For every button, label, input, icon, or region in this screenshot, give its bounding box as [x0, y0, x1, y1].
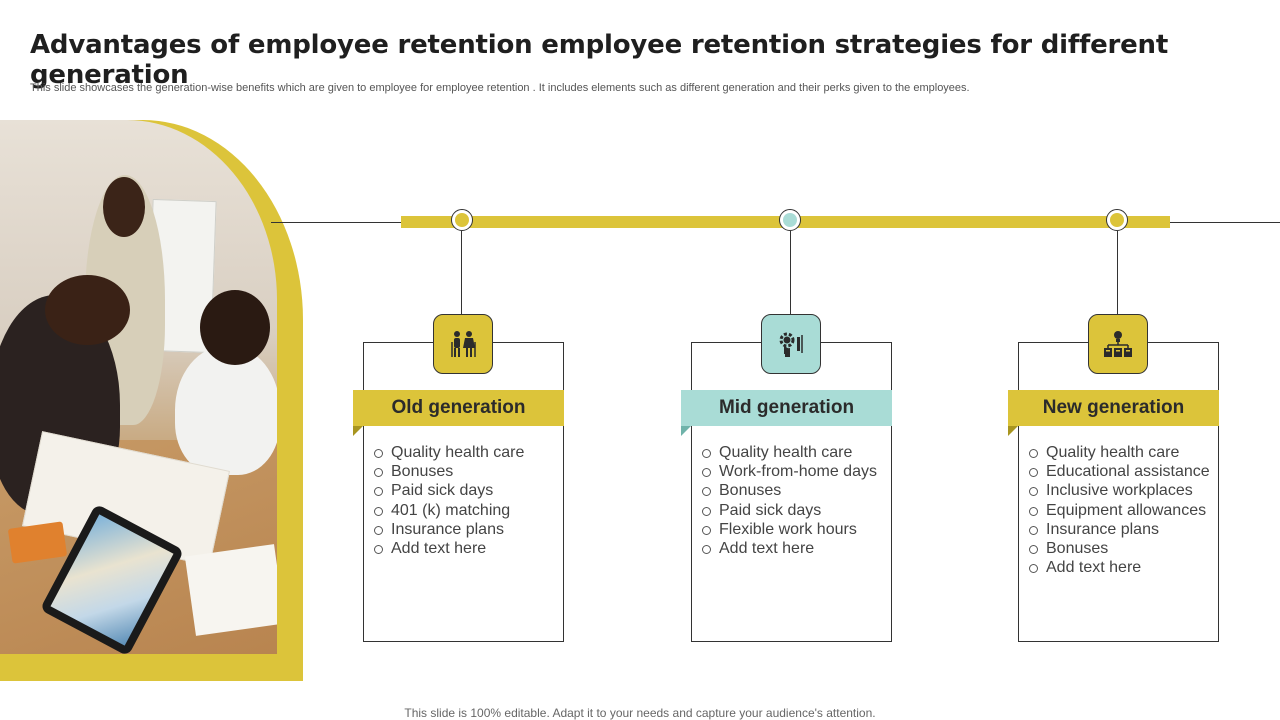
person-standing-head: [103, 177, 145, 237]
page-title: Advantages of employee retention employe…: [30, 30, 1169, 90]
banner-old-generation: Old generation: [353, 390, 564, 426]
team-photo: [0, 120, 277, 654]
elderly-couple-icon: [433, 314, 493, 374]
person-left-head: [45, 275, 130, 345]
gear-lightbulb-icon: [761, 314, 821, 374]
list-item: Add text here: [701, 539, 877, 558]
list-item: Add text here: [373, 539, 524, 558]
idea-network-icon: [1088, 314, 1148, 374]
list-item: Equipment allowances: [1028, 501, 1210, 520]
list-item: Paid sick days: [373, 481, 524, 500]
list-item: Bonuses: [1028, 539, 1210, 558]
list-item: Quality health care: [701, 443, 877, 462]
person-right: [175, 345, 277, 475]
list-old-generation: Quality health care Bonuses Paid sick da…: [373, 443, 524, 558]
banner-mid-generation: Mid generation: [681, 390, 892, 426]
connector-mid: [790, 231, 791, 314]
list-item: Flexible work hours: [701, 520, 877, 539]
list-item: Insurance plans: [1028, 520, 1210, 539]
page-subtitle: This slide showcases the generation-wise…: [30, 82, 970, 94]
list-item: Paid sick days: [701, 501, 877, 520]
connector-old: [461, 231, 462, 314]
connector-new: [1117, 231, 1118, 314]
banner-fold-mid: [681, 426, 691, 436]
footer-note: This slide is 100% editable. Adapt it to…: [404, 706, 876, 720]
banner-fold-new: [1008, 426, 1018, 436]
person-right-head: [200, 290, 270, 365]
list-item: Add text here: [1028, 558, 1210, 577]
timeline-dot-old: [451, 209, 473, 231]
banner-fold-old: [353, 426, 363, 436]
list-item: 401 (k) matching: [373, 501, 524, 520]
list-item: Work-from-home days: [701, 462, 877, 481]
list-item: Inclusive workplaces: [1028, 481, 1210, 500]
list-item: Quality health care: [1028, 443, 1210, 462]
paper-sheet-2: [184, 544, 277, 636]
list-item: Quality health care: [373, 443, 524, 462]
list-new-generation: Quality health care Educational assistan…: [1028, 443, 1210, 577]
list-item: Bonuses: [701, 481, 877, 500]
list-item: Educational assistance: [1028, 462, 1210, 481]
list-item: Insurance plans: [373, 520, 524, 539]
list-item: Bonuses: [373, 462, 524, 481]
timeline-dot-mid: [779, 209, 801, 231]
banner-new-generation: New generation: [1008, 390, 1219, 426]
timeline-dot-new: [1106, 209, 1128, 231]
list-mid-generation: Quality health care Work-from-home days …: [701, 443, 877, 558]
